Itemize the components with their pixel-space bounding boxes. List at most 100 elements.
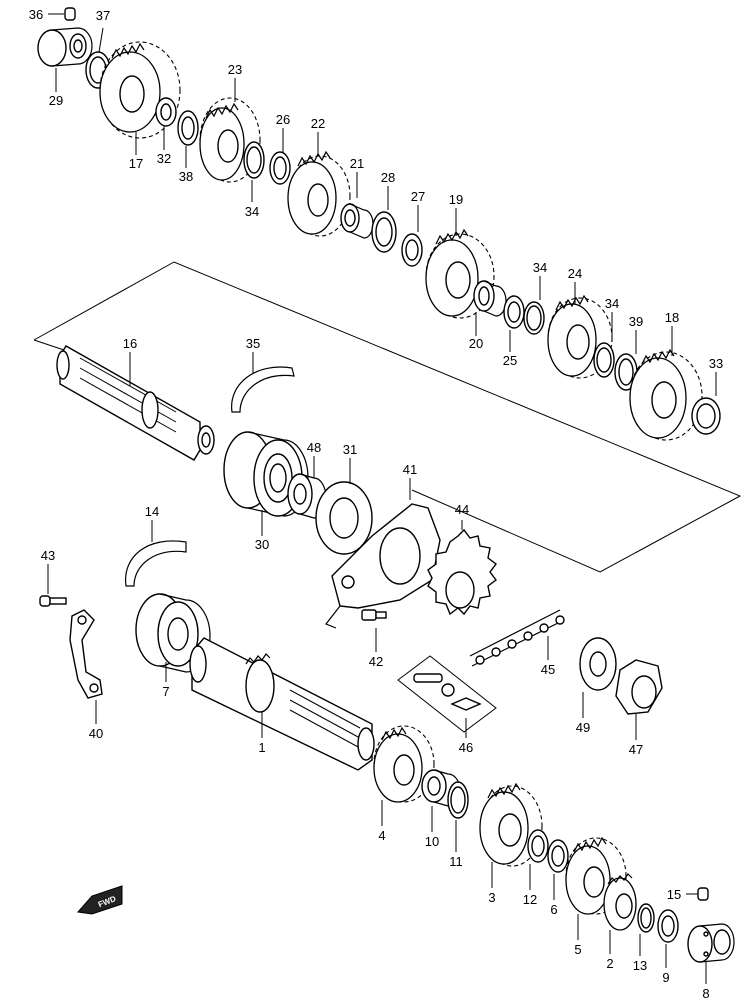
callout-38: 38: [179, 169, 193, 184]
callout-31: 31: [343, 442, 357, 457]
callout-5: 5: [574, 942, 581, 957]
callout-47: 47: [629, 742, 643, 757]
callout-3: 3: [488, 890, 495, 905]
callout-8: 8: [702, 986, 709, 1001]
callout-43: 43: [41, 548, 55, 563]
callout-34-c: 34: [605, 296, 619, 311]
part-33-oil-seal: [691, 372, 721, 435]
part-49-washer: [579, 637, 617, 718]
part-36-pin: [48, 7, 76, 21]
fwd-arrow-icon: FWD: [77, 885, 123, 915]
callout-2: 2: [606, 956, 613, 971]
callout-4: 4: [378, 828, 385, 843]
part-9-washer: [657, 909, 679, 968]
callout-1: 1: [258, 740, 265, 755]
part-48-collar: [287, 456, 327, 519]
part-35-half-ring: [231, 352, 295, 413]
callout-17: 17: [129, 156, 143, 171]
callout-11: 11: [449, 854, 463, 869]
part-43-screw: [39, 564, 67, 607]
callout-10: 10: [425, 834, 439, 849]
part-42-bolt: [361, 609, 387, 652]
callout-24: 24: [568, 266, 582, 281]
callout-20: 20: [469, 336, 483, 351]
callout-labels: 36 37 29 23 26 22 17 32 38 21 28 34 27 1…: [29, 7, 723, 1001]
callout-28: 28: [381, 170, 395, 185]
callout-29: 29: [49, 93, 63, 108]
callout-7: 7: [162, 684, 169, 699]
part-2-gear: [603, 873, 637, 954]
part-7-bearing: [135, 593, 211, 682]
callout-34-b: 34: [533, 260, 547, 275]
callout-46: 46: [459, 740, 473, 755]
part-16-countershaft: [56, 345, 215, 461]
part-47-nut: [615, 659, 663, 740]
callout-39: 39: [629, 314, 643, 329]
callout-15: 15: [667, 887, 681, 902]
part-17-gear: [99, 41, 181, 155]
part-21-bushing: [340, 172, 374, 239]
callout-21: 21: [350, 156, 364, 171]
callout-41: 41: [403, 462, 417, 477]
part-27-lock-washer: [401, 205, 423, 267]
part-12-washer: [527, 829, 549, 890]
callout-40: 40: [89, 726, 103, 741]
callout-33: 33: [709, 356, 723, 371]
callout-49: 49: [576, 720, 590, 735]
callout-45: 45: [541, 662, 555, 677]
callout-48: 48: [307, 440, 321, 455]
callout-30: 30: [255, 537, 269, 552]
callout-27: 27: [411, 189, 425, 204]
part-4-gear: [373, 725, 435, 826]
part-19-gear: [425, 208, 495, 319]
part-32-collar: [155, 97, 177, 150]
callout-14: 14: [145, 504, 159, 519]
part-22-gear: [287, 132, 351, 237]
callout-36: 36: [29, 7, 43, 22]
callout-32: 32: [157, 151, 171, 166]
callout-19: 19: [449, 192, 463, 207]
callout-25: 25: [503, 353, 517, 368]
part-11-circlip: [447, 781, 469, 852]
part-13-circlip: [637, 903, 655, 956]
part-38-washer: [177, 110, 199, 168]
callout-37: 37: [96, 8, 110, 23]
part-41-guard-plate: [325, 478, 441, 629]
callout-35: 35: [246, 336, 260, 351]
part-15-pin: [686, 887, 709, 901]
part-23-gear: [199, 78, 261, 183]
callout-23: 23: [228, 62, 242, 77]
part-45-chain: [469, 609, 565, 667]
part-40-lever: [69, 609, 103, 724]
part-26-ring: [269, 128, 291, 185]
callout-34-a: 34: [245, 204, 259, 219]
part-34-circlip-right: [593, 312, 615, 378]
part-18-gear: [629, 326, 703, 441]
part-24-gear: [547, 282, 613, 379]
part-34-circlip-mid: [523, 276, 545, 335]
part-28-washer: [371, 186, 397, 253]
part-25-lock-washer: [503, 295, 525, 352]
callout-22: 22: [311, 116, 325, 131]
part-5-gear: [565, 836, 627, 940]
part-34-circlip-upper: [243, 141, 265, 202]
part-8-cap: [687, 923, 735, 984]
part-31-washer: [315, 458, 373, 555]
part-3-gear: [479, 782, 543, 888]
part-29-bushing: [37, 27, 93, 92]
callout-13: 13: [633, 958, 647, 973]
callout-42: 42: [369, 654, 383, 669]
callout-26: 26: [276, 112, 290, 127]
callout-12: 12: [523, 892, 537, 907]
part-46-chain-joint-kit: [397, 655, 497, 738]
part-20-bushing: [473, 280, 507, 336]
callout-9: 9: [662, 970, 669, 985]
callout-16: 16: [123, 336, 137, 351]
part-1-driveshaft: [189, 637, 375, 771]
part-14-half-ring: [125, 520, 187, 587]
callout-18: 18: [665, 310, 679, 325]
callout-6: 6: [550, 902, 557, 917]
part-6-lock-washer: [547, 839, 569, 900]
callout-44: 44: [455, 502, 469, 517]
